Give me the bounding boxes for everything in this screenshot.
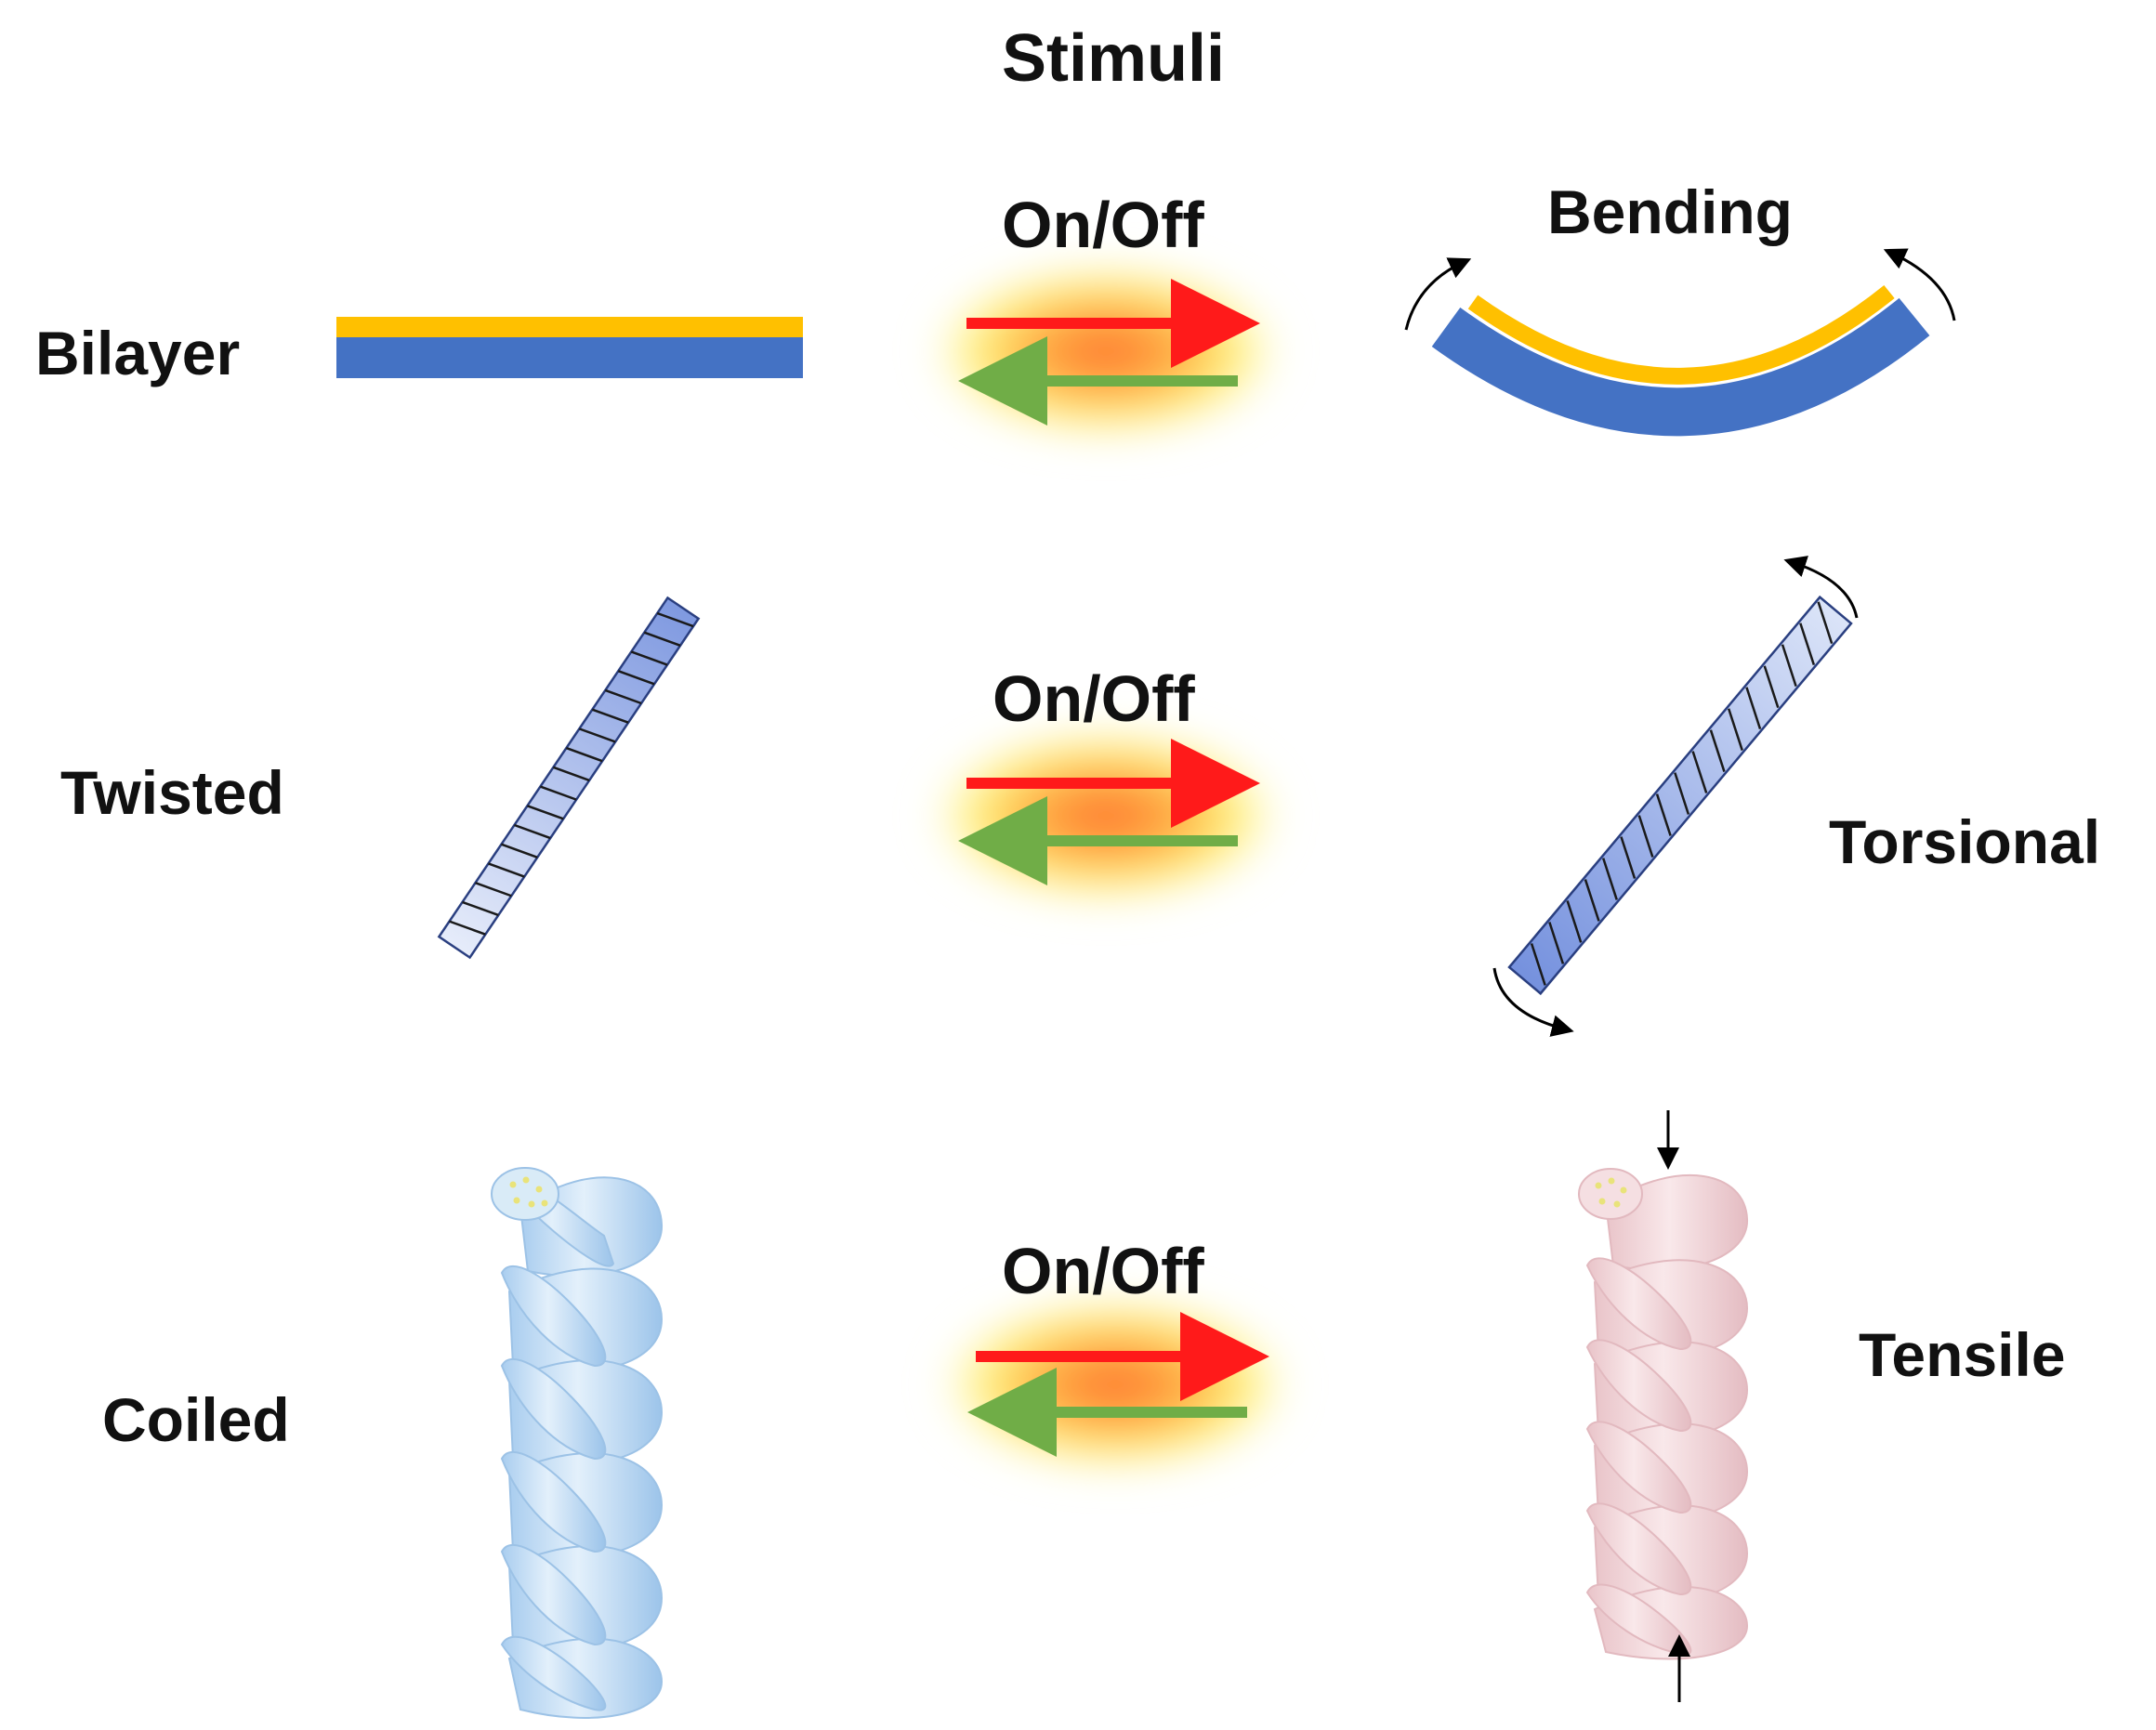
twisted-label: Twisted bbox=[60, 758, 284, 827]
torsional-fiber bbox=[1492, 556, 1859, 1037]
twisted-fiber bbox=[437, 596, 701, 960]
on-off-label-row2: On/Off bbox=[993, 662, 1195, 735]
torsional-label: Torsional bbox=[1829, 807, 2101, 876]
bent-bilayer bbox=[1404, 248, 1956, 437]
coiled-label: Coiled bbox=[102, 1385, 290, 1454]
bending-label: Bending bbox=[1547, 177, 1793, 246]
bilayer-strip bbox=[336, 317, 803, 378]
coiled-fiber bbox=[491, 1167, 664, 1719]
tensile-coil bbox=[1578, 1110, 1749, 1702]
on-off-label-row3: On/Off bbox=[1002, 1235, 1204, 1307]
curved-arrow-icon bbox=[1404, 257, 1472, 331]
curved-arrow-icon bbox=[1783, 556, 1859, 619]
bilayer-label: Bilayer bbox=[35, 319, 241, 387]
stimuli-heading: Stimuli bbox=[1002, 21, 1226, 96]
curved-arrow-icon bbox=[1883, 248, 1956, 321]
switch-arrows-row2 bbox=[929, 727, 1282, 904]
switch-arrows-row3 bbox=[939, 1296, 1292, 1473]
on-off-label-row1: On/Off bbox=[1002, 189, 1204, 261]
curved-arrow-icon bbox=[1492, 967, 1574, 1037]
tensile-label: Tensile bbox=[1859, 1320, 2066, 1389]
switch-arrows-row1 bbox=[929, 263, 1282, 439]
